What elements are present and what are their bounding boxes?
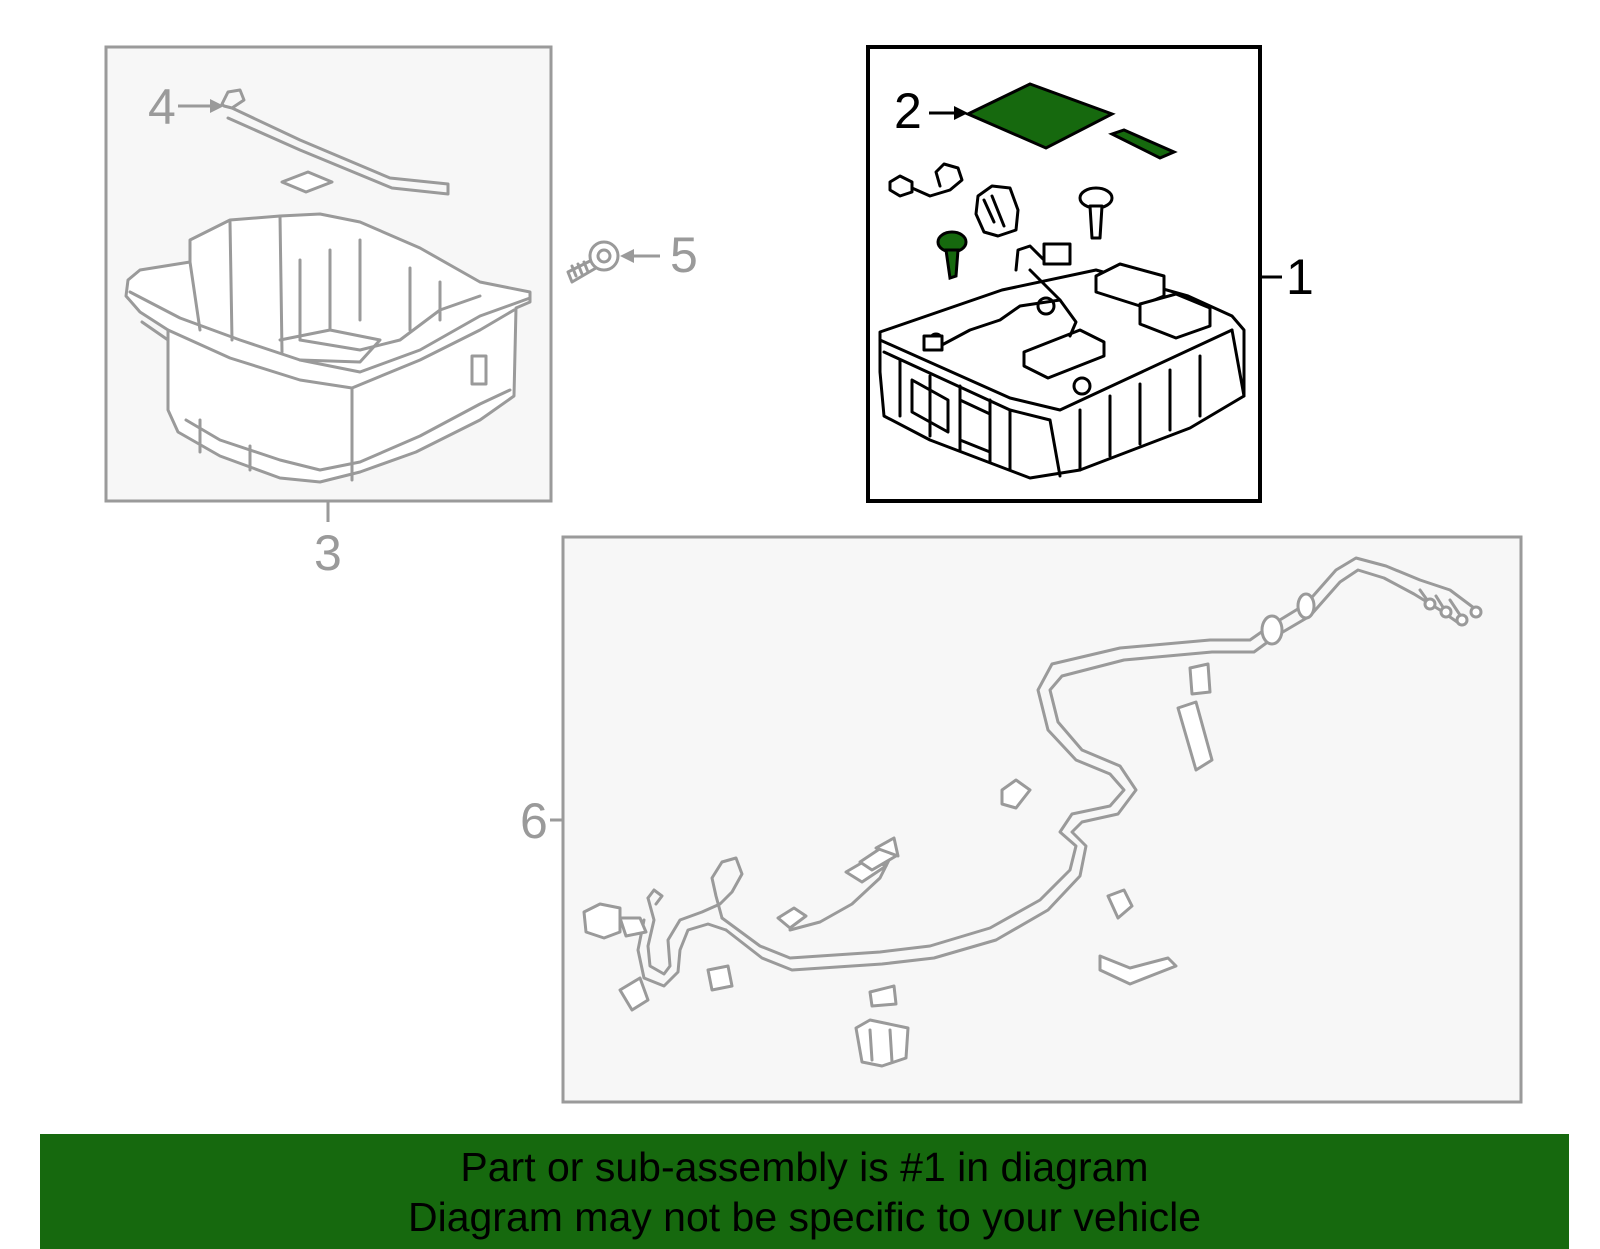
part-3-oil-pan	[124, 212, 532, 484]
part-2-pad-large	[964, 82, 1116, 150]
callout-3: 3	[314, 525, 342, 581]
push-pin	[1078, 186, 1114, 240]
arrow-2	[954, 106, 968, 120]
panel-harness-frame	[561, 535, 1523, 1104]
part-2-pad-small	[1108, 128, 1178, 160]
push-pin-highlight	[936, 230, 968, 280]
part-6-wire-harness	[582, 556, 1483, 988]
banner-line-2: Diagram may not be specific to your vehi…	[407, 1194, 1201, 1240]
callout-2: 2	[894, 83, 922, 139]
small-gasket	[280, 170, 334, 194]
panel-assembly-1	[866, 45, 1282, 503]
harness-clips	[618, 662, 1214, 1068]
arrow-4	[210, 99, 224, 113]
banner-line-1: Part or sub-assembly is #1 in diagram	[460, 1144, 1149, 1190]
callout-5: 5	[670, 227, 698, 283]
callout-4: 4	[148, 79, 176, 135]
harness-clip	[888, 162, 964, 198]
arrow-5	[620, 249, 634, 263]
info-banner: Part or sub-assembly is #1 in diagram Di…	[40, 1134, 1569, 1249]
part-5-bolt	[566, 240, 620, 284]
panel-harness	[550, 535, 1523, 1104]
callout-6: 6	[520, 793, 548, 849]
panel-oil-pan	[104, 45, 553, 522]
part-1-assembly	[878, 242, 1246, 480]
callout-1: 1	[1286, 249, 1314, 305]
